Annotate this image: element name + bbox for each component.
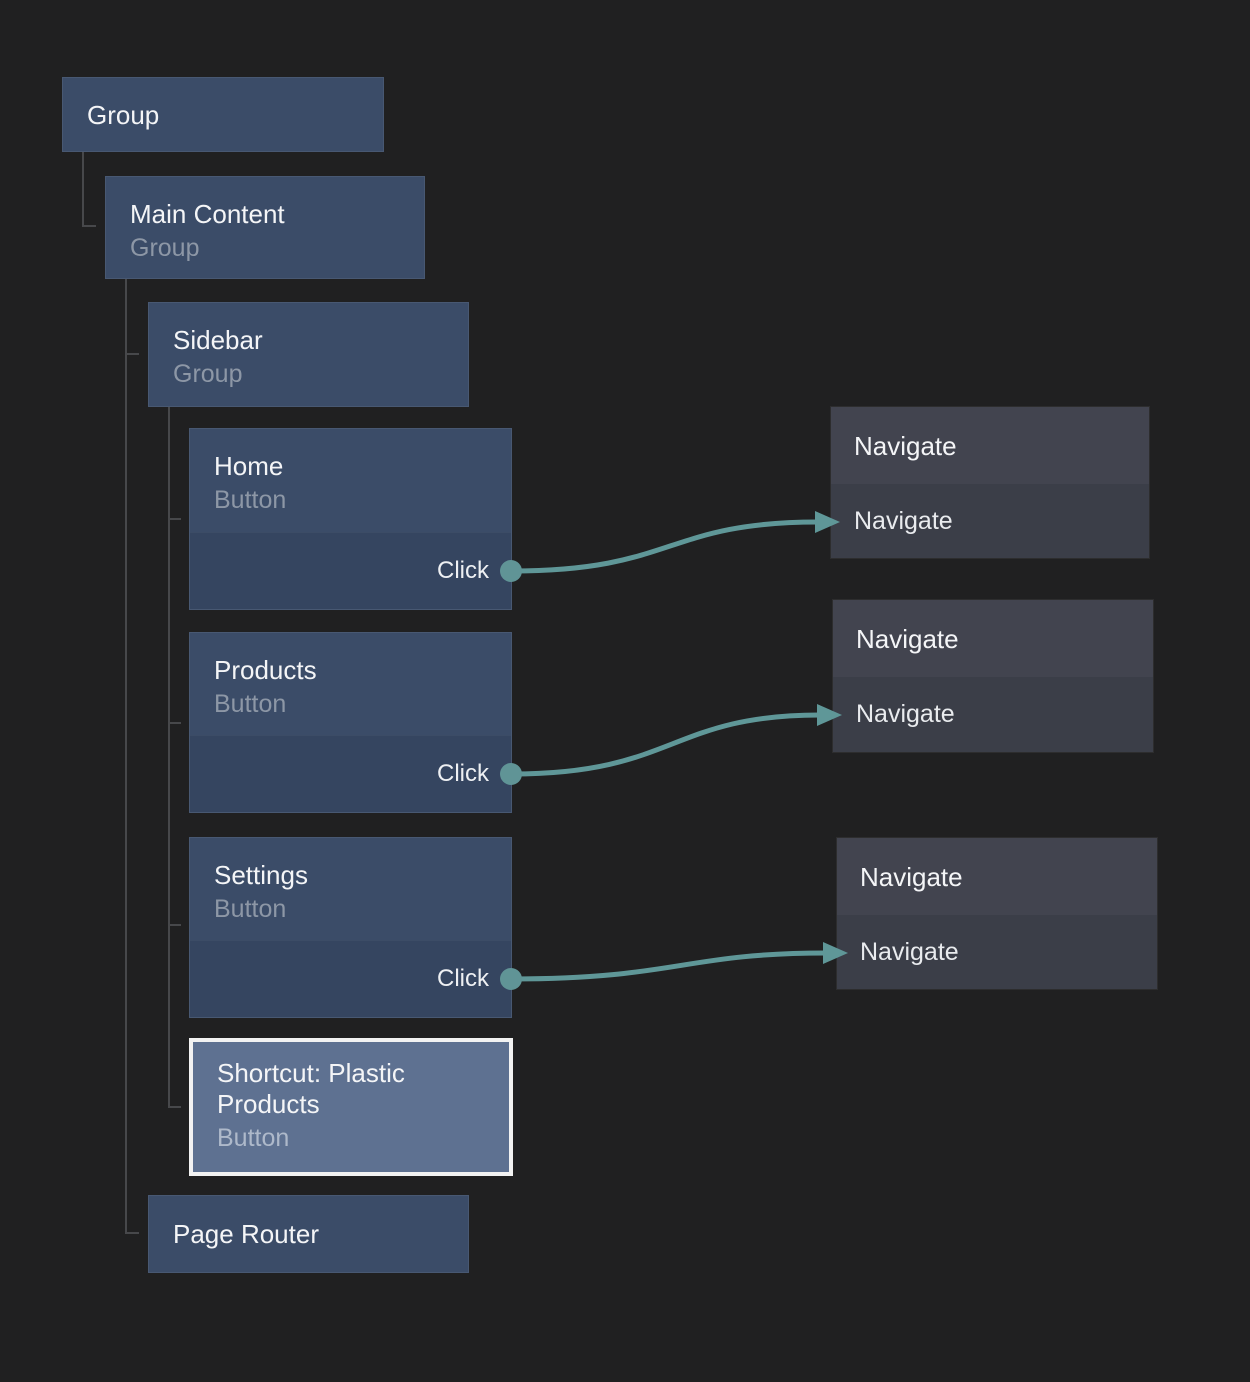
- node-page-router[interactable]: Page Router: [148, 1195, 469, 1273]
- node-navigate-3[interactable]: Navigate Navigate: [836, 837, 1158, 990]
- click-event-label: Click: [437, 557, 489, 584]
- click-event-row[interactable]: Click: [190, 532, 511, 609]
- action-input-label: Navigate: [860, 937, 959, 966]
- action-input-row[interactable]: Navigate: [837, 915, 1157, 989]
- node-title: Main Content: [130, 199, 285, 229]
- node-title: Home: [214, 451, 284, 481]
- action-input-label: Navigate: [854, 506, 953, 535]
- node-title: Sidebar: [173, 325, 263, 355]
- action-input-row[interactable]: Navigate: [833, 677, 1153, 752]
- tree-connector-main-pagerouter: [125, 279, 139, 1234]
- edge-settings-click-navigate: [511, 950, 827, 982]
- node-title: Settings: [214, 860, 308, 890]
- click-event-label: Click: [437, 965, 489, 992]
- action-title: Navigate: [860, 861, 963, 892]
- node-navigate-2[interactable]: Navigate Navigate: [832, 599, 1154, 753]
- action-input-row[interactable]: Navigate: [831, 484, 1149, 558]
- node-title: Group: [87, 99, 160, 130]
- node-navigate-1[interactable]: Navigate Navigate: [830, 406, 1150, 559]
- node-subtitle: Button: [214, 690, 287, 718]
- edge-home-click-navigate: [511, 519, 819, 574]
- edge-products-click-navigate: [511, 712, 821, 777]
- node-group[interactable]: Group: [62, 77, 384, 152]
- node-subtitle: Button: [217, 1124, 290, 1152]
- node-title: Shortcut: Plastic Products: [217, 1058, 405, 1119]
- node-sidebar[interactable]: Sidebar Group: [148, 302, 469, 407]
- tree-connector-group-main: [82, 152, 96, 227]
- click-event-row[interactable]: Click: [190, 735, 511, 812]
- node-home-button[interactable]: Home Button Click: [189, 428, 512, 610]
- action-title: Navigate: [856, 623, 959, 654]
- node-main-content[interactable]: Main Content Group: [105, 176, 425, 279]
- node-shortcut-plastic-products[interactable]: Shortcut: Plastic Products Button: [189, 1038, 513, 1176]
- node-settings-button[interactable]: Settings Button Click: [189, 837, 512, 1018]
- node-products-button[interactable]: Products Button Click: [189, 632, 512, 813]
- event-edges: [511, 519, 827, 982]
- node-subtitle: Button: [214, 895, 287, 923]
- action-title: Navigate: [854, 430, 957, 461]
- click-event-row[interactable]: Click: [190, 940, 511, 1017]
- node-title: Products: [214, 655, 317, 685]
- tree-connector-sidebar-shortcut: [168, 407, 181, 1108]
- node-title: Page Router: [173, 1219, 319, 1249]
- node-subtitle: Button: [214, 486, 287, 514]
- node-subtitle: Group: [173, 360, 243, 388]
- action-input-label: Navigate: [856, 700, 955, 728]
- node-subtitle: Group: [130, 234, 200, 262]
- click-event-label: Click: [437, 760, 489, 787]
